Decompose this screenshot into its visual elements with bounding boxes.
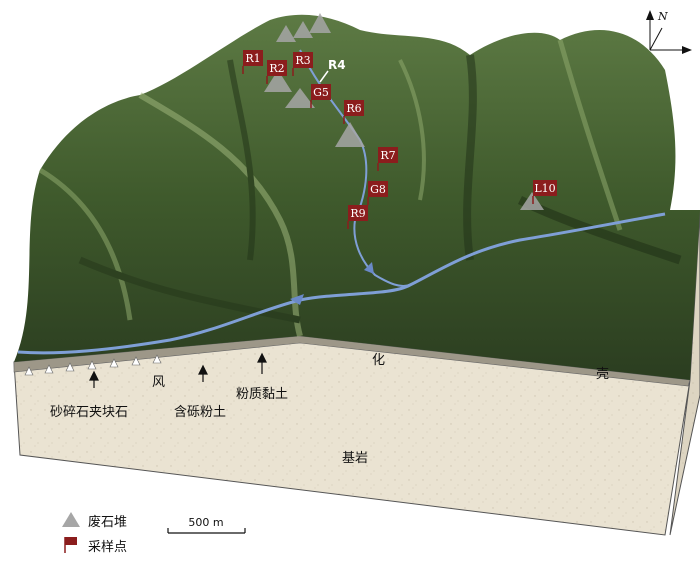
bedrock-label: 基岩	[342, 451, 368, 466]
svg-text:L10: L10	[534, 182, 555, 195]
svg-text:R9: R9	[350, 207, 365, 220]
terrain-surface	[14, 14, 700, 381]
svg-text:G8: G8	[370, 183, 386, 196]
crust-char-2: 化	[372, 353, 385, 368]
scale-bar: 500 m	[167, 516, 246, 534]
svg-text:R6: R6	[346, 102, 361, 115]
svg-text:采样点: 采样点	[88, 540, 127, 555]
label-gravel: 砂碎石夹块石	[50, 405, 128, 420]
svg-text:R4: R4	[328, 58, 346, 72]
svg-text:R1: R1	[245, 52, 260, 65]
north-arrow: N	[646, 10, 692, 54]
flow-arrow-tributary	[364, 262, 374, 274]
sample-r7: R7	[377, 147, 398, 171]
label-silty-clay: 粉质黏土	[236, 386, 288, 402]
svg-text:N: N	[657, 10, 668, 23]
bedrock-side-face	[669, 209, 700, 536]
svg-text:R2: R2	[269, 62, 284, 75]
crust-char-1: 风	[152, 375, 165, 390]
sample-r3: R3	[292, 52, 313, 76]
waste-piles	[264, 13, 544, 210]
legend-waste-icon	[62, 512, 80, 527]
layer-pointers	[89, 352, 267, 388]
crust-char-3: 壳	[596, 367, 609, 382]
sample-r4: R4	[319, 58, 346, 83]
legend: 废石堆 采样点 500 m	[62, 512, 246, 555]
sample-l10: L10	[532, 180, 557, 204]
sample-r9: R9	[347, 205, 368, 229]
sample-r1: R1	[242, 50, 263, 74]
sample-r6: R6	[343, 100, 364, 124]
sample-flags: R1 R2 R3 R4 G5 R6 R7 G8	[242, 50, 557, 229]
main-stream	[17, 212, 666, 355]
sample-g8: G8	[367, 181, 388, 205]
gravel-symbols	[24, 354, 162, 376]
legend-flag-icon	[64, 537, 77, 553]
sample-r2: R2	[266, 60, 287, 84]
sample-g5: G5	[310, 84, 331, 108]
flow-arrow-main	[290, 294, 304, 305]
svg-text:G5: G5	[313, 86, 329, 99]
svg-text:R3: R3	[295, 54, 310, 67]
svg-text:500 m: 500 m	[188, 516, 223, 529]
svg-text:废石堆: 废石堆	[88, 514, 127, 530]
svg-text:R7: R7	[380, 149, 395, 162]
label-silty-soil: 含砾粉土	[174, 404, 226, 420]
